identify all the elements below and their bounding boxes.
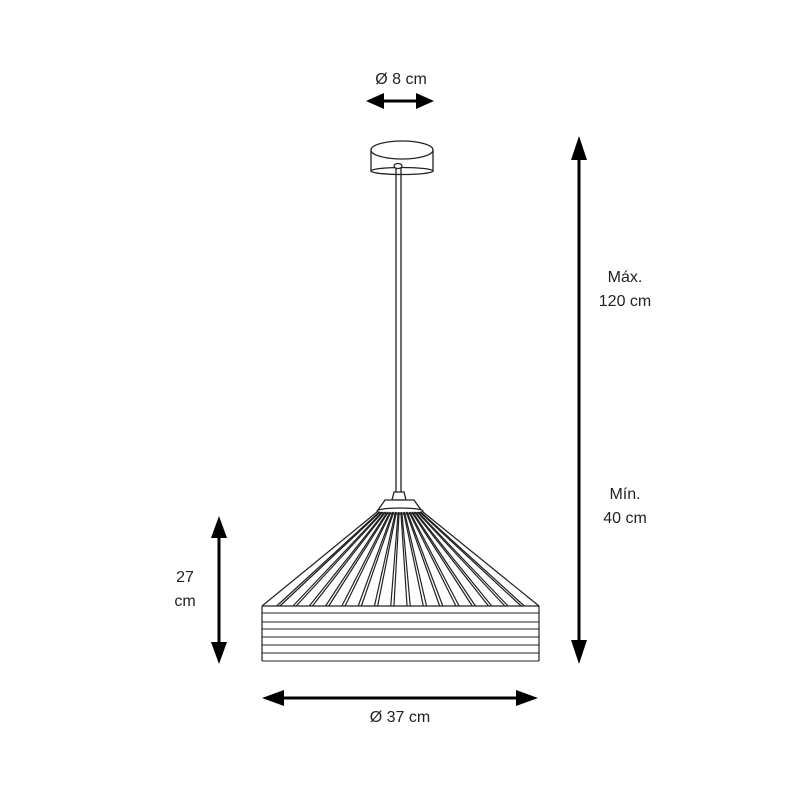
shade-rib bbox=[312, 511, 387, 607]
shade-height-label-line1: 27 bbox=[176, 569, 194, 586]
shade-rib bbox=[344, 511, 392, 607]
shade-outline bbox=[261, 511, 378, 607]
shade-rib bbox=[325, 511, 388, 607]
shade-rib bbox=[403, 511, 428, 607]
shade-rib bbox=[400, 511, 408, 607]
max-height-label-line1: Máx. bbox=[607, 269, 643, 286]
max-height-label-line2: 120 cm bbox=[598, 293, 652, 310]
shade-height-label-line2: cm bbox=[174, 593, 196, 610]
overall-height-arrow bbox=[571, 136, 587, 664]
shade-rib bbox=[292, 511, 383, 607]
canopy-width-arrow bbox=[366, 93, 434, 109]
shade-rib bbox=[414, 511, 493, 607]
shade-diameter-arrow bbox=[262, 690, 538, 706]
shade-height-label: 27 cm bbox=[160, 566, 210, 614]
shade-rib bbox=[406, 511, 444, 607]
suspension-cord bbox=[395, 168, 402, 492]
shade-band bbox=[261, 606, 540, 661]
shade-rib bbox=[357, 511, 394, 607]
lamp-socket bbox=[376, 491, 424, 515]
shade-rib bbox=[377, 511, 398, 607]
shade-rib bbox=[341, 511, 391, 607]
shade-band-lines bbox=[262, 612, 539, 662]
shade-rib bbox=[373, 511, 397, 607]
shade-rib bbox=[409, 511, 460, 607]
shade-rib bbox=[393, 511, 400, 607]
shade-rib bbox=[417, 511, 509, 607]
min-height-label: Mín. 40 cm bbox=[580, 483, 670, 531]
shade-rib bbox=[360, 511, 395, 607]
shade-diameter-label: Ø 37 cm bbox=[369, 709, 431, 726]
shade-rib bbox=[390, 511, 399, 607]
shade-rib bbox=[295, 511, 384, 607]
canopy-diameter-label: Ø 8 cm bbox=[375, 71, 427, 88]
shade-rib bbox=[411, 511, 473, 607]
min-height-label-line2: 40 cm bbox=[603, 510, 647, 527]
shade-rib bbox=[402, 511, 424, 607]
shade-rib bbox=[413, 511, 489, 607]
shade-rib bbox=[419, 511, 522, 607]
shade-rib bbox=[308, 511, 386, 607]
shade-height-arrow bbox=[211, 516, 227, 664]
shade-rib bbox=[328, 511, 389, 607]
shade-rib bbox=[276, 511, 380, 607]
shade-rib bbox=[412, 511, 476, 607]
shade-rib bbox=[279, 511, 381, 607]
shade-rib bbox=[416, 511, 506, 607]
shade-rib bbox=[420, 511, 525, 607]
shade-rib bbox=[401, 511, 411, 607]
min-height-label-line1: Mín. bbox=[609, 486, 641, 503]
max-height-label: Máx. 120 cm bbox=[580, 266, 670, 314]
shade-rib bbox=[408, 511, 457, 607]
shade-outline bbox=[422, 511, 540, 607]
shade-ribs bbox=[261, 511, 540, 607]
shade-rib bbox=[405, 511, 441, 607]
ceiling-canopy bbox=[370, 140, 434, 176]
